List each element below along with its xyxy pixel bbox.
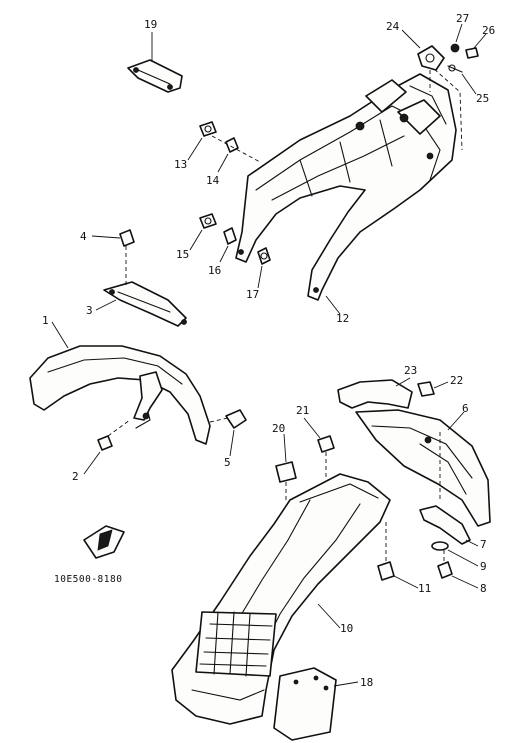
part-12-rear-frame bbox=[235, 59, 463, 315]
part-3-front-bracket bbox=[95, 281, 187, 327]
callout-14: 14 bbox=[206, 174, 220, 187]
callout-20: 20 bbox=[272, 422, 285, 435]
callout-26: 26 bbox=[482, 24, 495, 37]
callout-23: 23 bbox=[404, 364, 417, 377]
part-7-bracket bbox=[419, 505, 479, 547]
callout-22: 22 bbox=[450, 374, 463, 387]
callout-17: 17 bbox=[246, 288, 259, 301]
callout-13: 13 bbox=[174, 158, 187, 171]
part-10-rear-inner-fender bbox=[171, 473, 391, 725]
callout-15: 15 bbox=[176, 248, 189, 261]
part-9-washer bbox=[431, 541, 479, 567]
part-18-mud-flap bbox=[273, 667, 359, 741]
callout-21: 21 bbox=[296, 404, 309, 417]
callout-10: 10 bbox=[340, 622, 353, 635]
callout-18: 18 bbox=[360, 676, 373, 689]
part-4-bolt bbox=[91, 229, 135, 286]
callout-25: 25 bbox=[476, 92, 489, 105]
part-23-side-cover bbox=[337, 377, 413, 409]
part-21-nut bbox=[303, 417, 335, 478]
part-1-front-fender bbox=[29, 321, 211, 445]
reference-code: 10E500-8180 bbox=[54, 574, 122, 585]
part-5-bolt bbox=[209, 409, 247, 457]
callout-12: 12 bbox=[336, 312, 349, 325]
callout-27: 27 bbox=[456, 12, 469, 25]
callout-2: 2 bbox=[72, 470, 79, 483]
parts-13-17-fasteners bbox=[187, 121, 271, 289]
callout-1: 1 bbox=[42, 314, 49, 327]
part-20-rubber bbox=[275, 433, 297, 500]
part-6-rear-fender-piece bbox=[355, 409, 491, 527]
part-8-bolt bbox=[437, 550, 479, 589]
callout-labels: 1 2 3 4 5 6 7 8 9 10 11 12 13 14 15 16 1… bbox=[42, 12, 495, 689]
callout-3: 3 bbox=[86, 304, 93, 317]
callout-24: 24 bbox=[386, 20, 400, 33]
parts-24-27-hardware bbox=[401, 23, 487, 95]
small-clip-component bbox=[83, 525, 125, 559]
callout-9: 9 bbox=[480, 560, 487, 573]
callout-4: 4 bbox=[80, 230, 87, 243]
callout-7: 7 bbox=[480, 538, 487, 551]
callout-19: 19 bbox=[144, 18, 157, 31]
callout-11: 11 bbox=[418, 582, 431, 595]
callout-16: 16 bbox=[208, 264, 221, 277]
callout-8: 8 bbox=[480, 582, 487, 595]
part-22-bolt bbox=[417, 381, 449, 397]
part-11-bolt bbox=[377, 522, 419, 589]
part-2-bolt bbox=[83, 419, 131, 475]
part-19-bracket bbox=[127, 32, 183, 93]
callout-6: 6 bbox=[462, 402, 469, 415]
callout-5: 5 bbox=[224, 456, 231, 469]
